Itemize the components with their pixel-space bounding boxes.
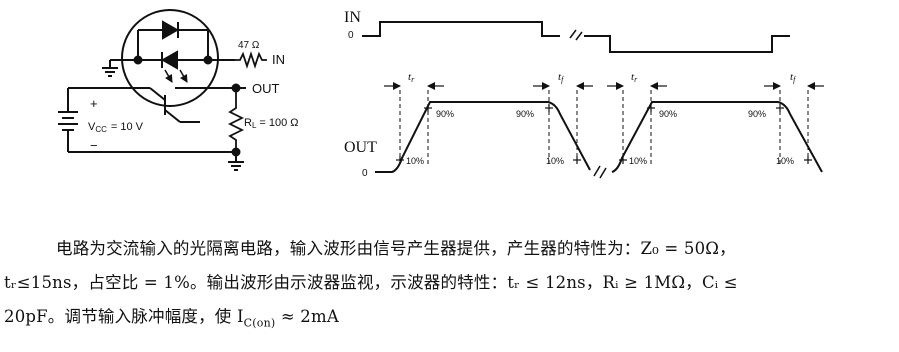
caption-line-2: tᵣ≤15ns，占空比 = 1%。输出波形由示波器监视，示波器的特性：tᵣ ≤ …: [4, 273, 738, 292]
caption-line-1: 电路为交流输入的光隔离电路，输入波形由信号产生器提供，产生器的特性为：Z₀ = …: [56, 239, 736, 258]
pct-90-2: 90%: [516, 109, 534, 119]
vcc-label: VCC= 10 V: [88, 121, 144, 134]
light-arrows-icon: [164, 69, 188, 83]
circuit-and-waveform-figure: 47 Ω IN OUT + − VCC= 10 V RL= 100 Ω: [58, 9, 824, 179]
input-resistor-label: 47 Ω: [238, 40, 260, 51]
circuit-out-label: OUT: [252, 81, 280, 96]
pct-90-3: 90%: [659, 109, 677, 119]
pct-10-2: 10%: [546, 156, 564, 166]
ground-icon-output: [228, 152, 244, 171]
led-2-icon: [160, 50, 178, 70]
in-waveform: [362, 21, 560, 37]
caption-line-3: 20pF。调节输入脉冲幅度，使 IC(on) ≈ 2mA: [4, 307, 339, 330]
tf-label-2: tf: [790, 71, 797, 84]
pct-10-1: 10%: [406, 156, 424, 166]
ground-icon-input: [102, 60, 118, 77]
tr-label-2: tr: [631, 71, 638, 84]
input-resistor: [235, 51, 267, 69]
led-1-icon: [162, 20, 180, 40]
pct-90-1: 90%: [436, 109, 454, 119]
tf-label-1: tf: [558, 71, 565, 84]
pct-10-4: 10%: [776, 156, 794, 166]
wave-out-zero: 0: [362, 168, 368, 179]
plus-sign: +: [90, 96, 98, 111]
wave-in-label: IN: [344, 9, 361, 26]
circuit-in-label: IN: [272, 52, 285, 67]
pct-10-3: 10%: [629, 156, 647, 166]
circuit-diagram: [58, 9, 267, 171]
wave-in-zero: 0: [348, 30, 354, 41]
phototransistor-icon: [138, 87, 200, 123]
load-resistor: [227, 88, 245, 152]
optocoupler-package: [121, 9, 219, 107]
wave-out-label: OUT: [344, 139, 377, 156]
minus-sign: −: [90, 138, 98, 153]
pct-90-4: 90%: [748, 109, 766, 119]
battery-icon: [58, 111, 78, 131]
rl-label: RL= 100 Ω: [244, 117, 299, 130]
tr-label-1: tr: [408, 71, 415, 84]
out-waveform: [375, 101, 591, 173]
figure-caption: 电路为交流输入的光隔离电路，输入波形由信号产生器提供，产生器的特性为：Z₀ = …: [4, 232, 897, 340]
waveform-diagram: [362, 21, 824, 179]
